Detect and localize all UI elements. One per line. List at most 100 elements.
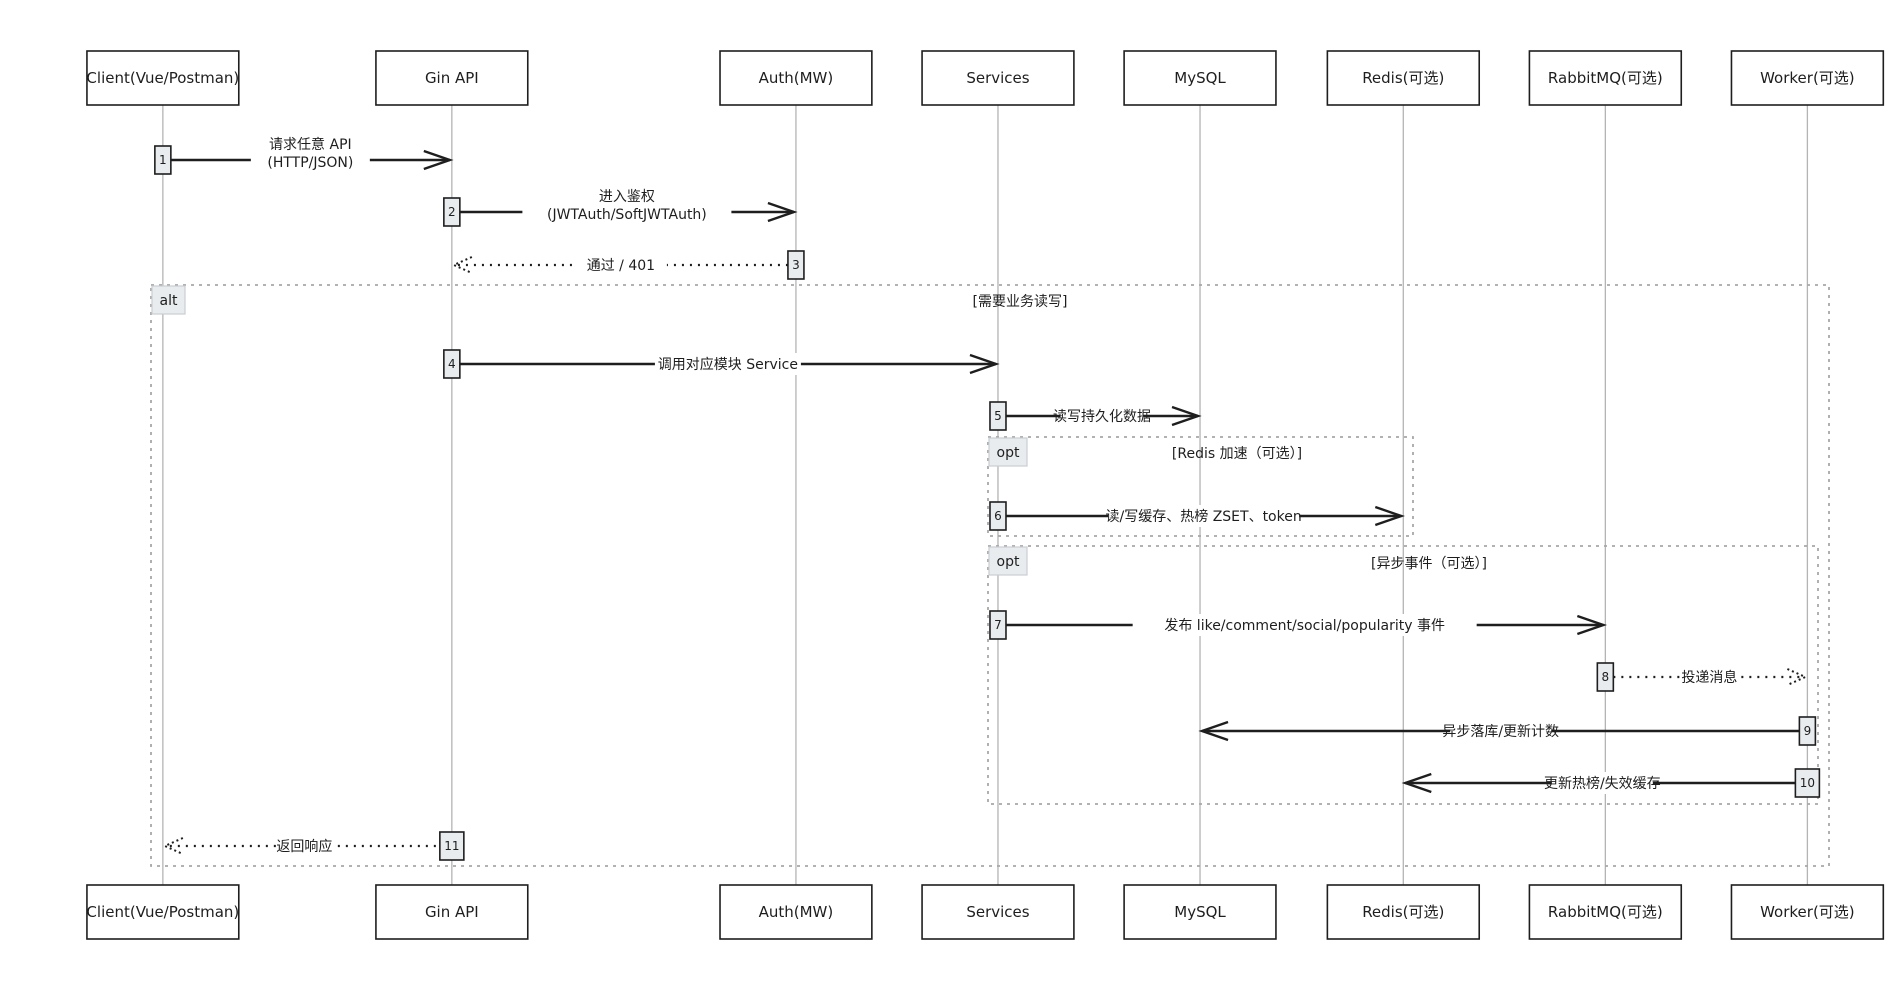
participant-auth-top: Auth(MW) xyxy=(719,50,873,106)
participant-label: Redis(可选) xyxy=(1362,903,1444,921)
participant-box xyxy=(719,884,873,940)
participant-mysql-top: MySQL xyxy=(1123,50,1277,106)
participant-worker-top: Worker(可选) xyxy=(1730,50,1885,106)
frame-alt-0: alt[需要业务读写] xyxy=(150,284,1830,867)
arrowhead-icon xyxy=(423,149,454,171)
arrowhead-icon xyxy=(1576,614,1608,636)
frame-opt-1: opt [Redis 加速（可选）] xyxy=(987,436,1414,537)
participant-gin-bottom: Gin API xyxy=(375,884,529,940)
participant-gin-top: Gin API xyxy=(375,50,529,106)
sequence-number: 5 xyxy=(994,409,1002,423)
participant-label: MySQL xyxy=(1174,903,1226,921)
participant-label: Client(Vue/Postman) xyxy=(86,69,239,87)
message-label: 通过 / 401 xyxy=(587,258,655,274)
participant-mysql-bottom: MySQL xyxy=(1123,884,1277,940)
participant-label: Gin API xyxy=(425,69,479,87)
arrowhead-icon xyxy=(1401,772,1432,794)
sequence-number: 11 xyxy=(444,839,459,853)
message-2: 进入鉴权 (JWTAuth/SoftJWTAuth) 2 xyxy=(443,188,798,228)
message-label: 发布 like/comment/social/popularity 事件 xyxy=(1164,618,1445,634)
participant-box xyxy=(1528,884,1683,940)
arrowhead-icon xyxy=(1198,720,1229,742)
participant-label: Services xyxy=(966,903,1029,921)
message-label: 投递消息 xyxy=(1681,669,1737,686)
participant-box xyxy=(1730,884,1885,940)
participant-box xyxy=(921,50,1075,106)
arrowhead-icon xyxy=(451,256,473,274)
message-label: 返回响应 xyxy=(276,838,332,855)
activation-box xyxy=(154,145,172,175)
participant-services-bottom: Services xyxy=(921,884,1075,940)
participant-label: RabbitMQ(可选) xyxy=(1548,903,1663,921)
participant-client-bottom: Client(Vue/Postman) xyxy=(86,884,240,940)
message-label: (HTTP/JSON) xyxy=(267,155,353,171)
participant-box xyxy=(921,884,1075,940)
participant-box xyxy=(1730,50,1885,106)
participant-box xyxy=(1123,884,1277,940)
message-label-bg xyxy=(1060,405,1144,427)
message-label-bg xyxy=(1108,505,1300,527)
sequence-number: 6 xyxy=(994,509,1002,523)
message-7: 发布 like/comment/social/popularity 事件 7 xyxy=(989,610,1608,640)
participant-label: MySQL xyxy=(1174,69,1226,87)
participant-label: Services xyxy=(966,69,1029,87)
frame-condition: [异步事件（可选）] xyxy=(1371,556,1487,572)
participant-box xyxy=(375,50,529,106)
frame-opt-2: opt[异步事件（可选）] xyxy=(987,545,1819,805)
participant-worker-bottom: Worker(可选) xyxy=(1730,884,1885,940)
participant-services-top: Services xyxy=(921,50,1075,106)
participant-box xyxy=(719,50,873,106)
message-11: 返回响应 11 xyxy=(162,831,465,861)
participant-box xyxy=(375,884,529,940)
frame-tag-label: opt xyxy=(997,445,1020,461)
participant-box xyxy=(86,884,240,940)
activation-box xyxy=(989,401,1007,431)
frame-condition: [Redis 加速（可选）] xyxy=(1172,446,1302,462)
message-label-bg xyxy=(522,188,732,228)
participant-label: Auth(MW) xyxy=(759,69,834,87)
activation-box xyxy=(989,610,1007,640)
arrowhead-icon xyxy=(767,201,798,223)
activation-box xyxy=(443,197,461,227)
arrowhead-icon xyxy=(1786,668,1808,686)
activation-box xyxy=(1596,662,1615,692)
arrowhead-icon xyxy=(1374,505,1405,527)
message-label: 进入鉴权 xyxy=(599,189,655,205)
sequence-number: 3 xyxy=(792,258,800,272)
participant-rabbitmq-top: RabbitMQ(可选) xyxy=(1528,50,1683,106)
message-label-bg xyxy=(1132,614,1477,636)
participant-label: Redis(可选) xyxy=(1362,69,1444,87)
message-label: 调用对应模块 Service xyxy=(658,356,798,373)
sequence-number: 10 xyxy=(1800,776,1815,790)
activation-box xyxy=(443,349,461,379)
message-label-bg xyxy=(1450,720,1552,742)
participant-label: RabbitMQ(可选) xyxy=(1548,69,1663,87)
participant-label: Gin API xyxy=(425,903,479,921)
frame-tag xyxy=(988,437,1028,467)
message-label: (JWTAuth/SoftJWTAuth) xyxy=(547,207,707,223)
message-label-bg xyxy=(654,353,801,375)
frame-border xyxy=(150,284,1830,867)
sequence-number: 2 xyxy=(448,205,456,219)
frame-condition: [需要业务读写] xyxy=(973,293,1068,310)
participant-box xyxy=(1528,50,1683,106)
frame-border xyxy=(987,436,1414,537)
participant-label: Auth(MW) xyxy=(759,903,834,921)
message-label: 读写持久化数据 xyxy=(1053,408,1151,425)
participant-rabbitmq-bottom: RabbitMQ(可选) xyxy=(1528,884,1683,940)
activation-box xyxy=(989,501,1007,531)
participant-label: Worker(可选) xyxy=(1760,69,1855,87)
message-label: 更新热榜/失效缓存 xyxy=(1544,775,1661,792)
message-label-bg xyxy=(276,835,333,857)
participant-box xyxy=(1326,50,1481,106)
participant-auth-bottom: Auth(MW) xyxy=(719,884,873,940)
participant-box xyxy=(1123,50,1277,106)
frame-tag xyxy=(988,546,1028,576)
sequence-number: 7 xyxy=(994,618,1002,632)
message-3: 通过 / 401 3 xyxy=(451,250,805,280)
